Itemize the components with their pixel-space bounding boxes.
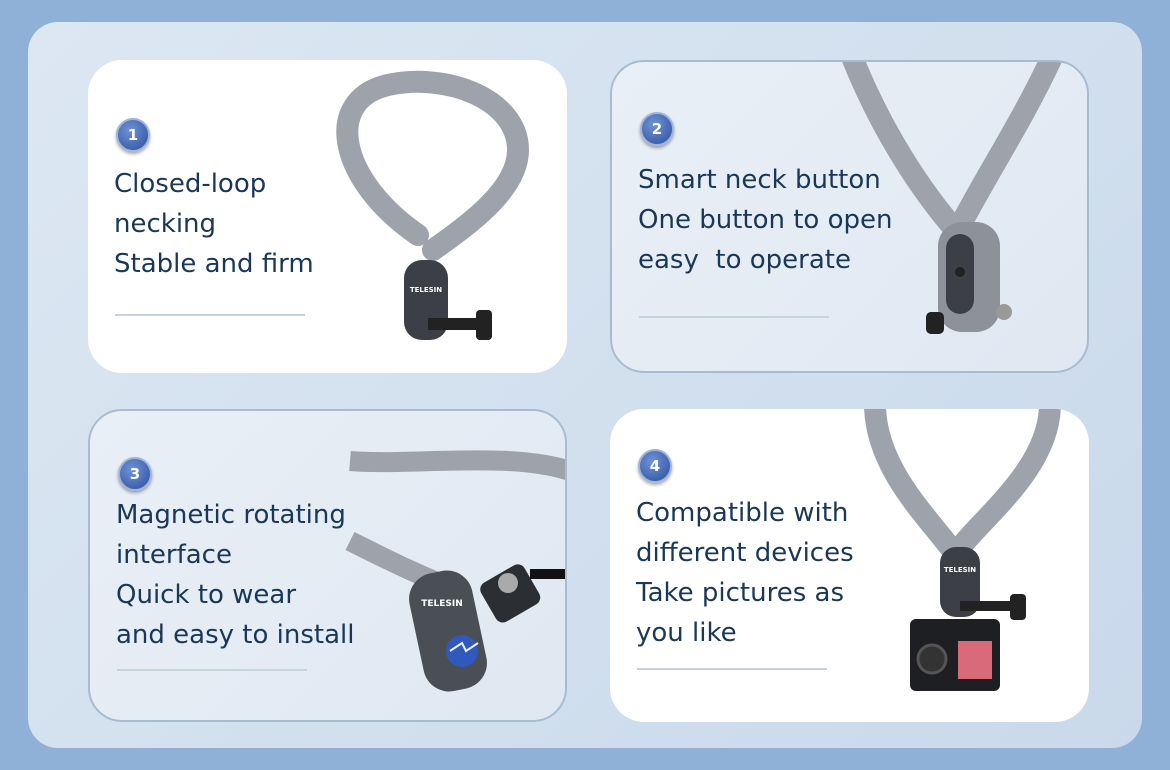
text-line: Take pictures as (636, 578, 844, 608)
number-badge: 1 (116, 118, 150, 152)
number-badge: 2 (640, 112, 674, 146)
text-line: easy to operate (638, 245, 851, 275)
action-camera-product-image: TELESIN (864, 409, 1061, 691)
text-line: Smart neck button (638, 165, 881, 195)
text-line: Closed-loop (114, 169, 267, 199)
divider (115, 314, 305, 316)
brand-logo: TELESIN (410, 286, 442, 294)
text-line: Quick to wear (116, 580, 297, 610)
text-line: Compatible with (636, 498, 849, 528)
text-line: One button to open (638, 205, 893, 235)
text-line: Magnetic rotating (116, 500, 346, 530)
divider (117, 669, 307, 671)
number-badge: 3 (118, 457, 152, 491)
text-line: and easy to install (116, 620, 355, 650)
neck-button-product-image (842, 62, 1062, 334)
brand-logo: TELESIN (944, 566, 976, 574)
neck-mount-product-image: TELESIN (336, 70, 530, 340)
divider (637, 668, 827, 670)
text-line: interface (116, 540, 232, 570)
text-line: different devices (636, 538, 854, 568)
text-line: necking (114, 209, 217, 239)
text-line: you like (636, 618, 737, 648)
divider (639, 316, 829, 318)
text-line: Stable and firm (114, 249, 314, 279)
brand-logo: TELESIN (421, 599, 463, 609)
number-badge: 4 (638, 449, 672, 483)
magnetic-interface-product-image: TELESIN (345, 450, 565, 692)
